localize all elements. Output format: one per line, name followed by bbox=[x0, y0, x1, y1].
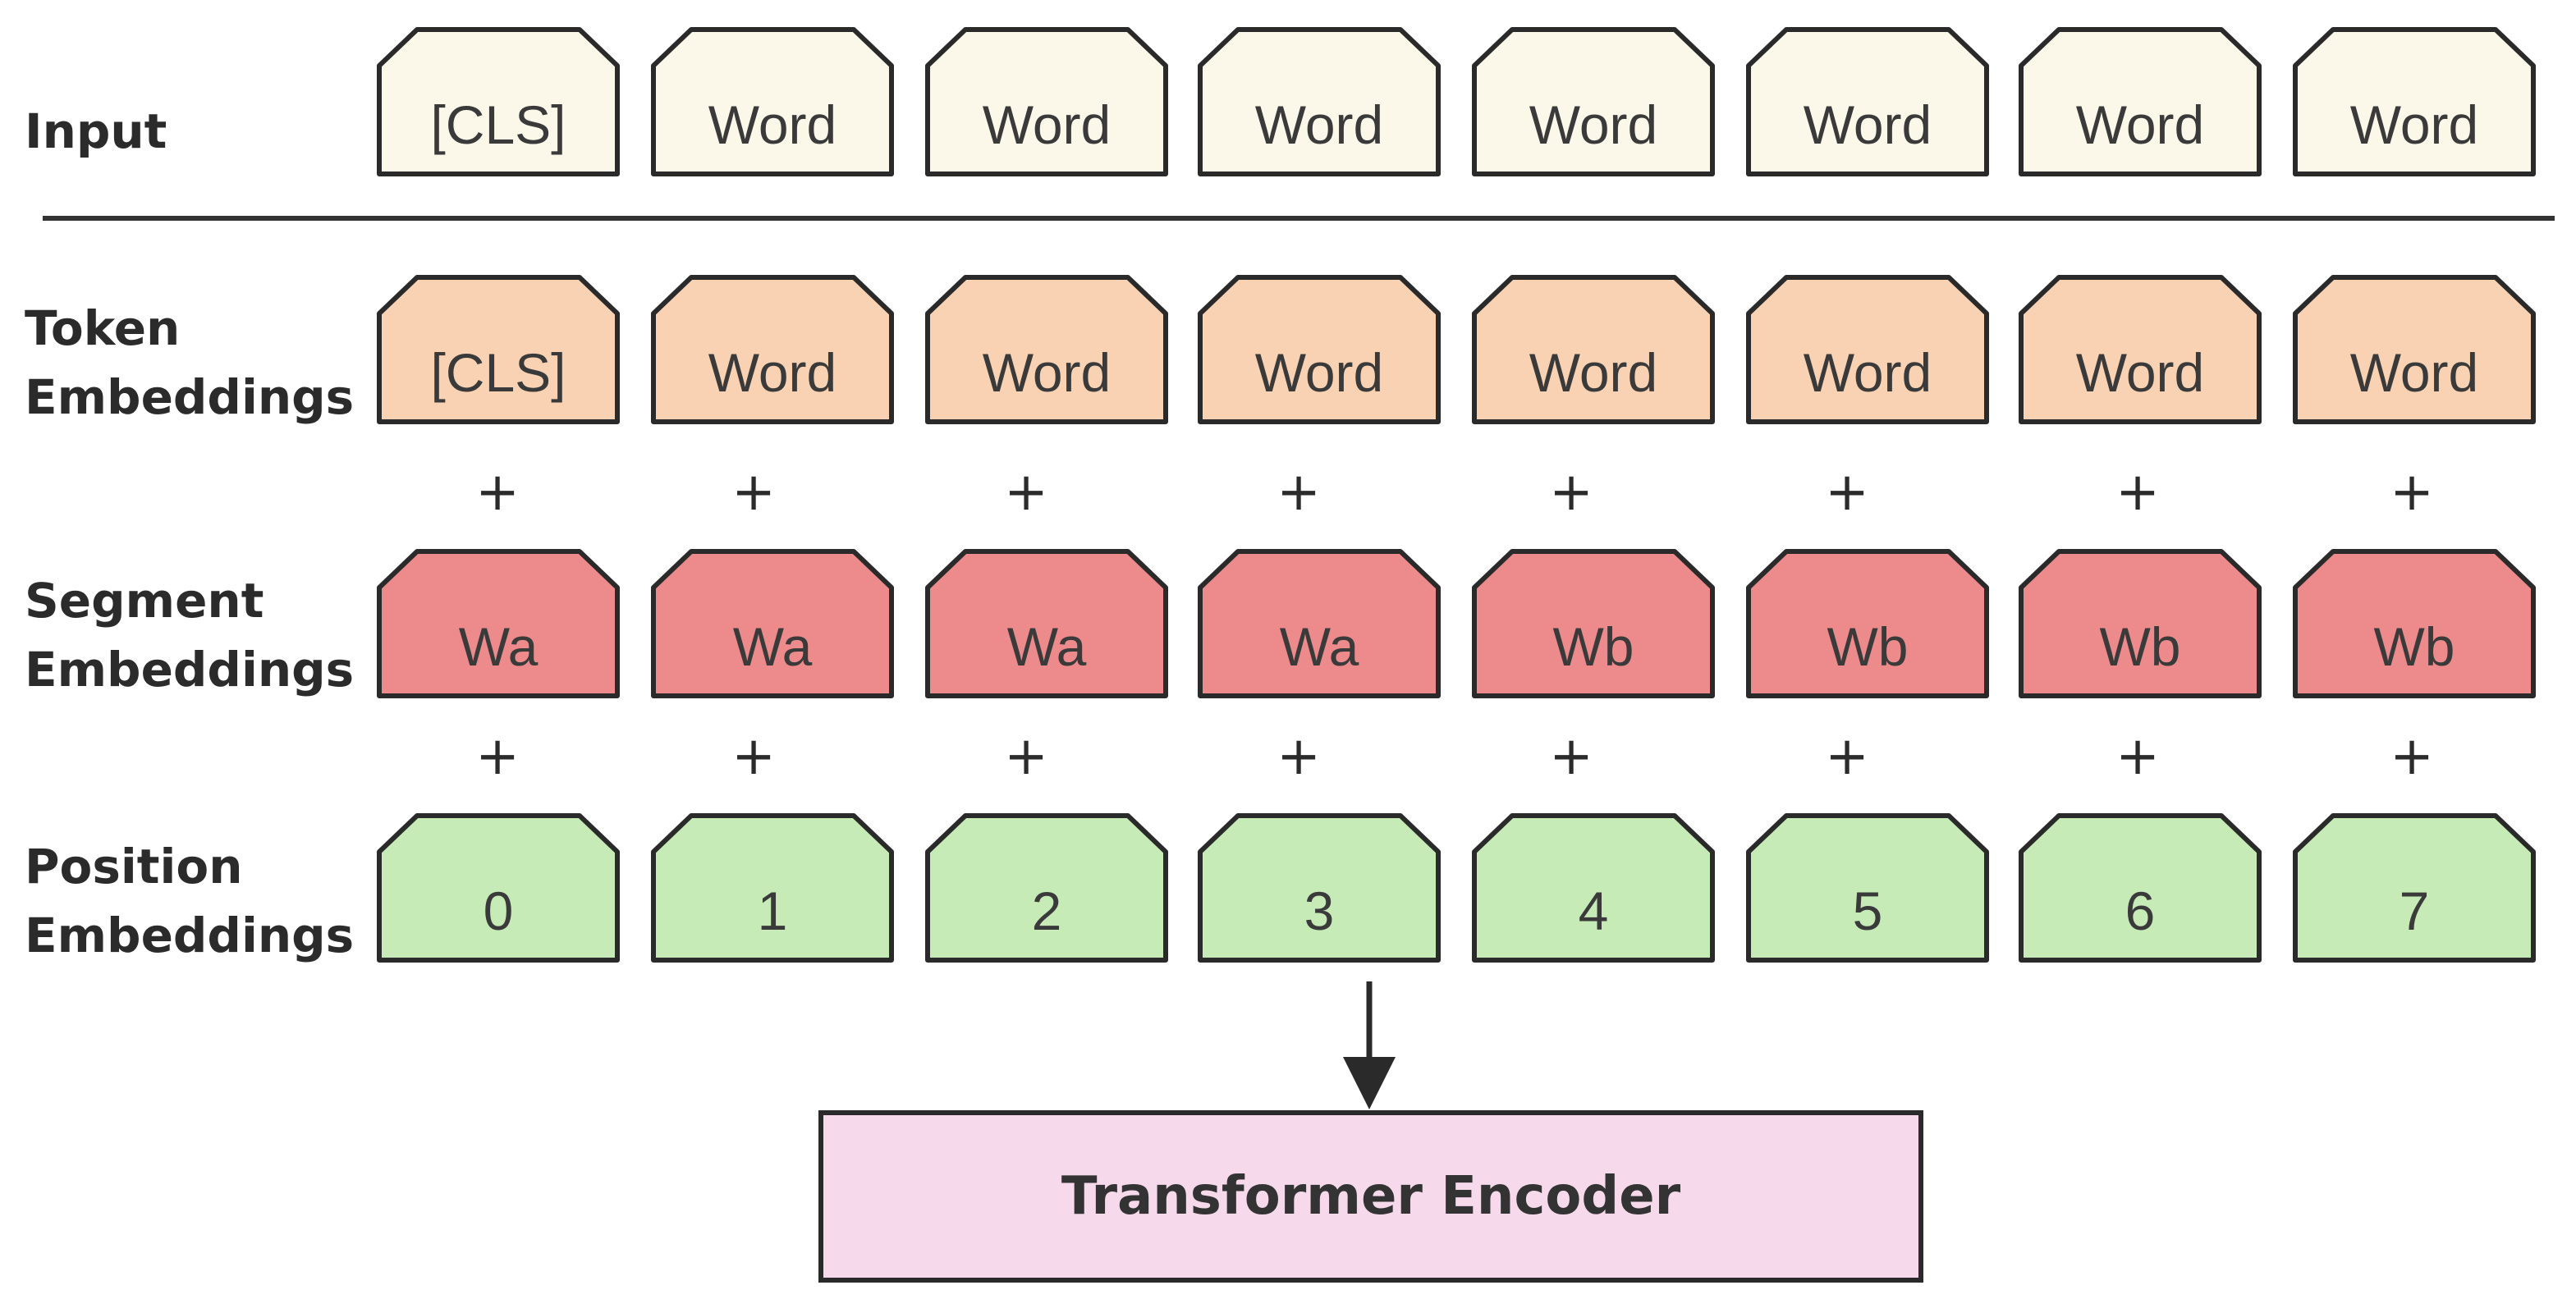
position-token-label: 2 bbox=[1031, 880, 1062, 941]
position-token-label: 4 bbox=[1578, 880, 1609, 941]
segment-token-label: Wa bbox=[1279, 616, 1359, 677]
position-token-label: 1 bbox=[757, 880, 788, 941]
input-token-box bbox=[1472, 27, 1715, 176]
segment-token-label: Wb bbox=[2373, 616, 2455, 677]
position-token-box bbox=[377, 813, 620, 963]
plus-sign: + bbox=[2390, 726, 2434, 787]
plus-sign: + bbox=[2390, 462, 2434, 523]
token-token-box bbox=[2293, 275, 2536, 424]
segment-token-label: Wb bbox=[1827, 616, 1909, 677]
position-token-box bbox=[2293, 813, 2536, 963]
position-token-label: 0 bbox=[483, 880, 514, 941]
plus-sign: + bbox=[731, 462, 776, 523]
transformer-encoder-label: Transformer Encoder bbox=[1061, 1166, 1681, 1227]
down-arrow-icon bbox=[1343, 1057, 1396, 1109]
segment-embeddings-label: Segment Embeddings bbox=[25, 573, 355, 698]
token-token-label: Word bbox=[1529, 342, 1658, 403]
position-embeddings-label: Position Embeddings bbox=[25, 839, 355, 963]
plus-sign: + bbox=[475, 462, 520, 523]
input-token-box bbox=[1198, 27, 1441, 176]
plus-sign: + bbox=[475, 726, 520, 787]
segment-token-box bbox=[1198, 549, 1441, 698]
segment-token-label: Wa bbox=[732, 616, 813, 677]
segment-token-box bbox=[651, 549, 894, 698]
token-token-box bbox=[651, 275, 894, 424]
input-token-label: Word bbox=[1529, 94, 1658, 155]
input-row-label: Input bbox=[25, 103, 167, 159]
input-token-label: Word bbox=[2075, 94, 2205, 155]
input-token-box bbox=[377, 27, 620, 176]
plus-sign: + bbox=[1277, 462, 1321, 523]
token-token-box bbox=[377, 275, 620, 424]
token-token-box bbox=[1746, 275, 1989, 424]
segment-token-box bbox=[925, 549, 1168, 698]
plus-sign: + bbox=[1549, 726, 1593, 787]
token-token-box bbox=[1472, 275, 1715, 424]
position-token-box bbox=[1198, 813, 1441, 963]
input-token-label: Word bbox=[1254, 94, 1384, 155]
input-token-label: [CLS] bbox=[430, 94, 566, 155]
segment-token-box bbox=[1472, 549, 1715, 698]
token-token-box bbox=[2019, 275, 2262, 424]
input-token-box bbox=[2293, 27, 2536, 176]
position-token-label: 3 bbox=[1304, 880, 1335, 941]
position-token-box bbox=[2019, 813, 2262, 963]
position-token-box bbox=[925, 813, 1168, 963]
input-token-box bbox=[2019, 27, 2262, 176]
input-token-label: Word bbox=[1803, 94, 1932, 155]
position-token-box bbox=[1472, 813, 1715, 963]
token-token-label: Word bbox=[708, 342, 837, 403]
token-token-label: [CLS] bbox=[430, 342, 566, 403]
transformer-encoder-box bbox=[818, 1110, 1923, 1283]
plus-sign: + bbox=[1549, 462, 1593, 523]
position-token-label: 5 bbox=[1852, 880, 1883, 941]
segment-token-label: Wb bbox=[1552, 616, 1634, 677]
plus-sign: + bbox=[1825, 726, 1869, 787]
position-token-label: 6 bbox=[2125, 880, 2156, 941]
input-token-label: Word bbox=[708, 94, 837, 155]
token-token-box bbox=[925, 275, 1168, 424]
segment-token-box bbox=[2293, 549, 2536, 698]
segment-token-label: Wa bbox=[458, 616, 539, 677]
plus-sign: + bbox=[2115, 726, 2160, 787]
plus-sign: + bbox=[1004, 462, 1048, 523]
token-embeddings-label: Token Embeddings bbox=[25, 300, 355, 425]
token-token-label: Word bbox=[982, 342, 1112, 403]
plus-sign: + bbox=[731, 726, 776, 787]
segment-token-label: Wa bbox=[1006, 616, 1087, 677]
plus-sign: + bbox=[1004, 726, 1048, 787]
input-token-label: Word bbox=[982, 94, 1112, 155]
segment-token-box bbox=[2019, 549, 2262, 698]
token-token-box bbox=[1198, 275, 1441, 424]
input-token-box bbox=[651, 27, 894, 176]
input-token-label: Word bbox=[2349, 94, 2479, 155]
plus-sign: + bbox=[1277, 726, 1321, 787]
segment-token-box bbox=[1746, 549, 1989, 698]
token-token-label: Word bbox=[2349, 342, 2479, 403]
token-token-label: Word bbox=[1254, 342, 1384, 403]
position-token-box bbox=[1746, 813, 1989, 963]
token-token-label: Word bbox=[2075, 342, 2205, 403]
input-token-box bbox=[1746, 27, 1989, 176]
input-token-box bbox=[925, 27, 1168, 176]
position-token-label: 7 bbox=[2399, 880, 2430, 941]
token-token-label: Word bbox=[1803, 342, 1932, 403]
plus-sign: + bbox=[2115, 462, 2160, 523]
position-token-box bbox=[651, 813, 894, 963]
segment-token-label: Wb bbox=[2099, 616, 2181, 677]
plus-sign: + bbox=[1825, 462, 1869, 523]
segment-token-box bbox=[377, 549, 620, 698]
